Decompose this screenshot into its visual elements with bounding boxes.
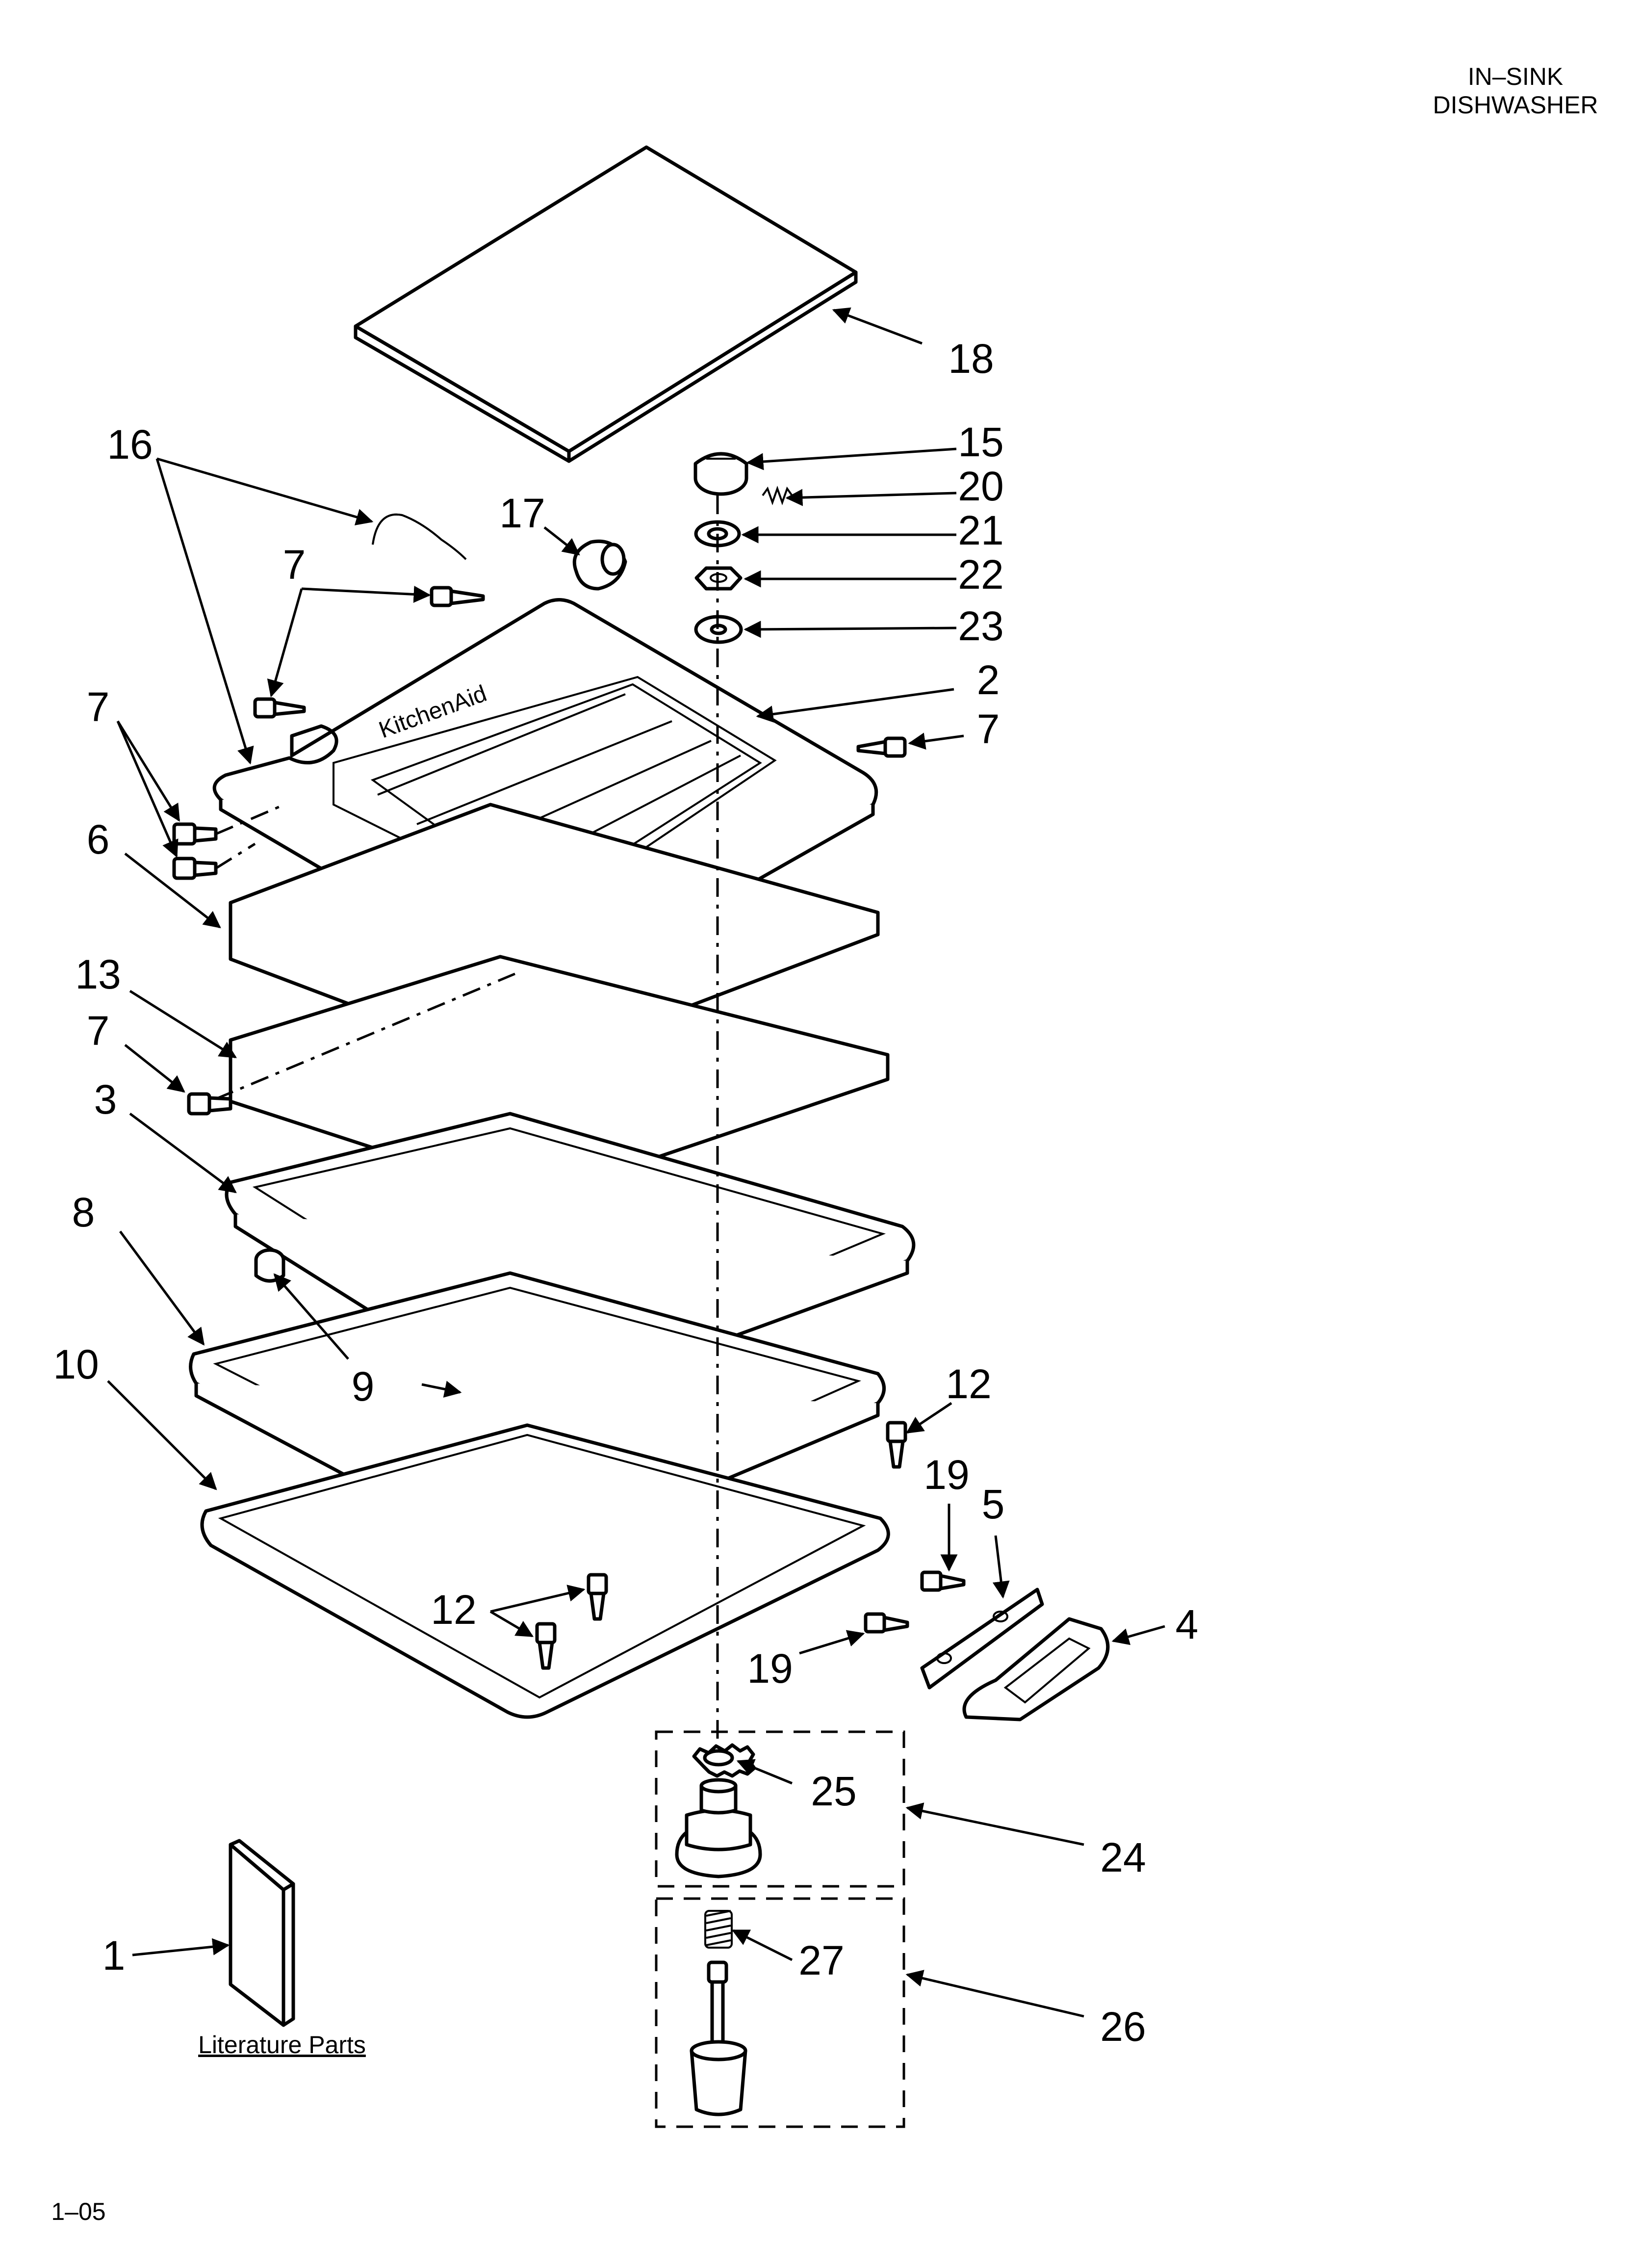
callout-2: 2 xyxy=(977,657,1000,703)
callout-16: 16 xyxy=(107,421,153,468)
callout-7-left: 7 xyxy=(87,684,110,730)
part-9-spacer-a xyxy=(254,1248,285,1283)
callout-15: 15 xyxy=(958,419,1003,465)
callout-4: 4 xyxy=(1176,1601,1199,1647)
part-7-screw-a xyxy=(430,586,485,607)
part-17-bumper xyxy=(572,539,627,591)
part-13-gasket xyxy=(229,955,890,1201)
part-25-lock-washer xyxy=(692,1743,756,1778)
leader-lines xyxy=(107,307,1165,2018)
part-20-spring xyxy=(762,486,793,505)
header-line-2: DISHWASHER xyxy=(1433,91,1598,119)
footer-code: 1–05 xyxy=(51,2198,105,2225)
callout-20: 20 xyxy=(958,463,1003,509)
callout-13: 13 xyxy=(75,951,121,997)
part-12-screw-c xyxy=(886,1421,907,1469)
part-26-plunger xyxy=(690,1960,747,2116)
callout-19-bottom: 19 xyxy=(747,1645,793,1692)
part-12-screw-a xyxy=(587,1573,608,1621)
part-23-washer xyxy=(694,615,743,644)
part-7-screw-e xyxy=(172,857,218,880)
callout-9: 9 xyxy=(352,1363,375,1409)
callout-12-bottom: 12 xyxy=(431,1587,476,1633)
part-7-screw-c xyxy=(856,736,907,758)
callout-17: 17 xyxy=(499,490,545,536)
callout-26: 26 xyxy=(1100,2004,1146,2050)
part-24-valve xyxy=(675,1778,762,1878)
part-7-screw-f xyxy=(187,1092,232,1116)
assembly-box-26 xyxy=(655,1897,905,2128)
callout-19-top: 19 xyxy=(924,1452,969,1498)
callout-25: 25 xyxy=(811,1768,856,1814)
callout-1: 1 xyxy=(103,1932,126,1979)
callout-22: 22 xyxy=(958,551,1003,598)
assembly-box-24 xyxy=(655,1730,905,1888)
part-7-screw-d xyxy=(172,822,218,846)
callout-6: 6 xyxy=(87,816,110,862)
literature-parts-label: Literature Parts xyxy=(198,2031,366,2059)
callout-7-right: 7 xyxy=(977,706,1000,752)
header-line-1: IN–SINK xyxy=(1468,63,1564,90)
part-18-panel xyxy=(354,145,858,463)
callout-10: 10 xyxy=(53,1341,99,1387)
screw-axis-line xyxy=(215,972,515,1100)
callout-23: 23 xyxy=(958,603,1003,649)
screw-axis-line-3 xyxy=(215,842,256,870)
callout-7-top: 7 xyxy=(283,542,306,588)
callout-8: 8 xyxy=(72,1189,95,1235)
callout-5: 5 xyxy=(982,1481,1005,1527)
part-15-knob xyxy=(693,452,748,496)
callout-3: 3 xyxy=(94,1076,117,1122)
callout-24: 24 xyxy=(1100,1834,1146,1880)
part-16-wire xyxy=(372,513,467,560)
part-27-spring xyxy=(704,1910,733,1949)
part-12-screw-b xyxy=(535,1622,557,1670)
screw-axis-line-2 xyxy=(215,803,285,835)
part-5-bracket xyxy=(920,1588,1044,1690)
callout-7-lower: 7 xyxy=(87,1008,110,1054)
callout-27: 27 xyxy=(798,1937,844,1983)
part-4-handle xyxy=(962,1617,1110,1721)
part-19-screw-a xyxy=(920,1570,966,1592)
part-7-screw-b xyxy=(253,697,306,719)
part-19-screw-b xyxy=(864,1612,909,1634)
callout-21: 21 xyxy=(958,507,1003,553)
callout-18: 18 xyxy=(948,336,994,382)
part-1-literature xyxy=(229,1839,295,2027)
callout-labels: 18 15 20 21 22 23 2 7 16 17 7 7 6 13 7 3… xyxy=(53,336,1198,2050)
callout-12-right: 12 xyxy=(946,1361,991,1407)
